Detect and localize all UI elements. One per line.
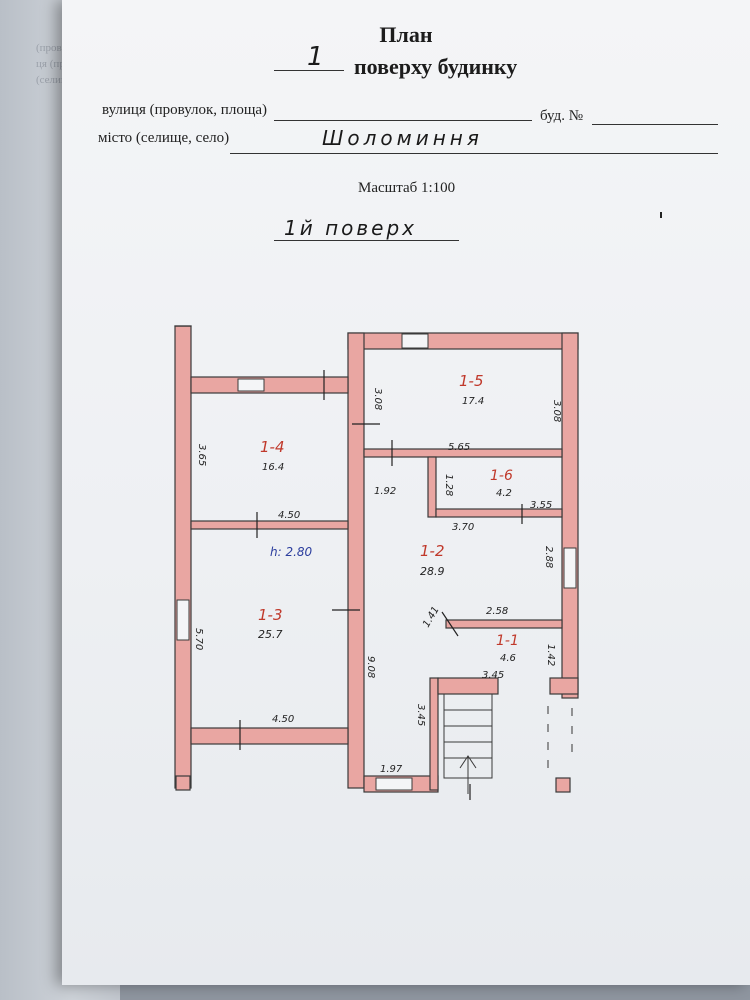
dimension-label: 3.45 [482,670,504,681]
room-labels: 1-5 17.4 1-4 16.4 1-6 4.2 1-2 28.9 1-3 2… [258,372,519,664]
wall-central-left [347,332,365,789]
city-value: Шоломиння [322,126,483,150]
wall-room6-west [427,456,437,518]
dimension-labels: 3.08 3.08 5.65 3.65 4.50 1.92 1.28 3.55 … [193,388,562,775]
room-code: 1-2 [420,542,445,560]
dimension-label: 1.97 [380,764,403,775]
plan-doors [239,370,523,800]
wall-hall-east [429,677,439,791]
dimension-label: 2.58 [486,606,508,617]
floor-note-line [274,240,459,241]
city-line [230,153,718,154]
wall-room4-south [190,520,349,530]
room-code: 1-4 [260,438,285,456]
plan-dashed-extension [547,706,573,770]
building-label: буд. № [540,108,584,124]
dimension-label: 1.92 [374,486,396,497]
room-code: 1-1 [496,633,519,649]
room-area: 4.2 [496,488,512,499]
document-subtitle: поверху будинку [354,54,518,79]
wall-north-left [190,376,349,394]
floor-note: 1й поверх [284,216,418,240]
wall-room6-south [435,508,563,518]
city-label: місто (селище, село) [98,130,230,146]
underlying-fragment: (селищ [36,74,70,86]
plan-stairs [443,693,493,794]
dimension-label: 1.42 [545,644,556,666]
dimension-label: 5.65 [448,442,470,453]
room-code: 1-3 [258,606,283,624]
wall-corner-se [555,777,571,793]
underlying-sheet-text: (прово ця (пр (селищ [36,40,76,88]
wall-room5-south [363,448,563,458]
dimension-label: 3.65 [196,444,207,466]
height-note: h: 2.80 [270,545,313,559]
dimension-label: 1.28 [443,474,454,496]
wall-room1-north [445,619,563,629]
wall-east [561,332,579,699]
floor-plan: 1-5 17.4 1-4 16.4 1-6 4.2 1-2 28.9 1-3 2… [174,325,579,800]
wall-room3-south [190,727,349,745]
room-area: 16.4 [262,462,284,473]
room-code: 1-5 [459,372,484,390]
street-line [274,120,532,121]
floor-number: 1 [307,42,326,72]
ink-mark [660,212,662,218]
scale-label: Масштаб 1:100 [358,180,456,196]
room-area: 4.6 [500,653,516,664]
dimension-label: 5.70 [193,628,204,650]
wall-north [347,332,579,350]
dimension-label: 3.70 [452,522,474,533]
underlying-fragment: (прово [36,42,68,54]
wall-west [174,325,192,789]
dimension-label: 9.08 [365,656,376,678]
building-line [592,124,718,125]
room-area: 17.4 [462,396,484,407]
street-label: вулиця (провулок, площа) [102,102,268,118]
dimension-label: 4.50 [278,510,300,521]
document-title: План [379,22,433,47]
plan-windows [176,333,577,791]
document-page: План 1 поверху будинку вулиця (провулок,… [62,0,750,985]
room-area: 28.9 [420,565,445,578]
underlying-fragment: ця (пр [36,58,65,70]
dimension-label: 3.45 [415,704,426,726]
dimension-label: 4.50 [272,714,294,725]
dimension-label: 3.08 [551,400,562,422]
plan-walls [174,325,579,793]
dimension-label: 2.88 [543,546,554,568]
dimension-label: 3.08 [372,388,383,410]
room-area: 25.7 [258,628,283,641]
floor-number-line [274,70,344,71]
dimension-label: 3.55 [530,500,552,511]
dimension-label: 1.41 [421,605,442,630]
wall-corner-sw [175,775,191,791]
wall-room1-south-east [549,677,579,695]
room-code: 1-6 [490,468,513,484]
